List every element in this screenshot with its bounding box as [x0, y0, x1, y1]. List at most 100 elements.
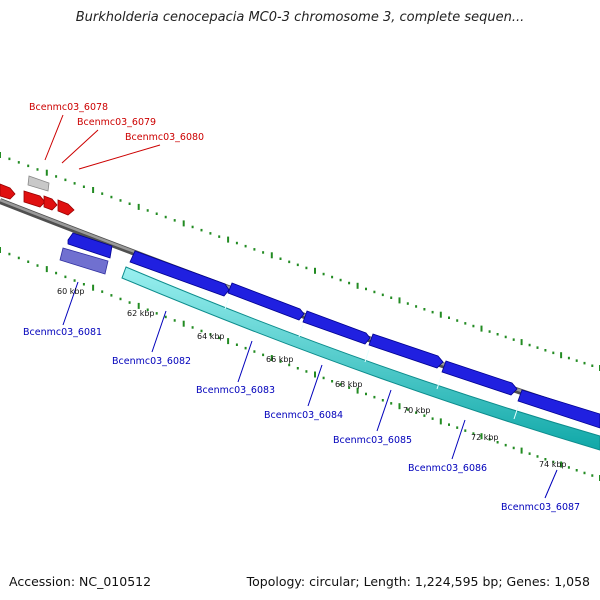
tick-mark	[27, 260, 30, 263]
summary-text: Topology: circular; Length: 1,224,595 bp…	[246, 574, 590, 589]
tick-mark	[472, 324, 475, 328]
tick-mark	[128, 202, 131, 205]
tick-mark	[348, 281, 351, 285]
tick-mark	[575, 469, 578, 472]
cds-band-dividers	[224, 296, 519, 420]
tick-mark	[575, 359, 578, 362]
tick-mark	[448, 316, 450, 319]
tick-mark	[235, 343, 238, 346]
tick-mark	[560, 352, 563, 359]
tick-mark	[55, 271, 58, 275]
tick-mark	[512, 338, 515, 341]
tick-mark	[398, 297, 401, 304]
tick-mark	[520, 339, 523, 346]
tick-mark	[520, 447, 523, 454]
tick-mark	[528, 343, 531, 347]
tick-mark	[536, 346, 539, 349]
tick-mark	[164, 315, 167, 319]
tick-mark	[496, 441, 499, 444]
gene-forward	[227, 282, 305, 321]
tick-mark	[82, 283, 85, 286]
tick-mark	[472, 432, 475, 435]
leader-line	[151, 310, 167, 353]
tick-mark	[464, 322, 467, 325]
leader-line	[62, 281, 79, 326]
tick-mark	[544, 349, 547, 352]
tick-mark	[331, 380, 334, 383]
tick-mark	[262, 353, 265, 357]
forward-genes	[59, 232, 600, 429]
tick-mark	[0, 152, 1, 158]
tick-mark	[191, 225, 194, 229]
tick-mark	[314, 267, 316, 274]
tick-mark	[45, 169, 48, 176]
tick-mark	[146, 209, 149, 212]
tick-mark	[64, 275, 67, 279]
tick-mark	[591, 474, 594, 477]
gene-reverse	[43, 195, 58, 211]
tick-mark	[314, 371, 316, 378]
tick-mark	[296, 367, 299, 370]
tick-mark	[488, 330, 491, 333]
gene-labels: Bcenmc03_6078 Bcenmc03_6079 Bcenmc03_608…	[23, 102, 580, 513]
tick-mark	[464, 429, 467, 432]
tick-mark	[288, 260, 291, 264]
cds-band	[121, 266, 600, 451]
tick-mark	[137, 302, 140, 309]
gene-label[interactable]: Bcenmc03_6080	[125, 132, 204, 143]
tick-mark	[227, 338, 230, 345]
band-divider	[364, 349, 370, 363]
tick-mark	[101, 192, 104, 195]
tick-mark	[270, 252, 273, 259]
tick-mark	[480, 325, 483, 332]
kbp-label: 74 kbp	[539, 460, 567, 469]
tick-mark	[528, 452, 531, 455]
tick-mark	[583, 471, 586, 475]
leader-line	[237, 340, 253, 383]
tick-mark	[560, 461, 563, 468]
tick-mark	[110, 195, 113, 199]
tick-mark	[92, 187, 95, 193]
tick-mark	[155, 212, 158, 215]
tick-mark	[288, 363, 291, 367]
tick-mark	[146, 308, 149, 311]
map-title: Burkholderia cenocepacia MC0-3 chromosom…	[75, 10, 525, 25]
tick-mark	[8, 157, 11, 161]
leader-line	[544, 469, 558, 499]
gene-label[interactable]: Bcenmc03_6083	[196, 385, 275, 396]
gene-label[interactable]: Bcenmc03_6086	[408, 463, 487, 474]
band-divider	[513, 406, 519, 420]
tick-mark	[390, 296, 393, 299]
gene-label[interactable]: Bcenmc03_6081	[23, 327, 102, 338]
tick-mark	[398, 403, 401, 410]
tick-mark	[119, 199, 122, 202]
gene-reverse	[57, 199, 75, 216]
gene-label[interactable]: Bcenmc03_6078	[29, 102, 108, 113]
gene-label[interactable]: Bcenmc03_6087	[501, 502, 580, 513]
band-divider	[224, 296, 230, 310]
tick-mark	[8, 252, 11, 256]
tick-mark	[381, 293, 384, 297]
gene-label[interactable]: Bcenmc03_6082	[112, 356, 191, 367]
tick-mark	[92, 284, 95, 291]
kbp-label: 62 kbp	[127, 309, 155, 318]
tick-mark	[253, 248, 256, 251]
tick-mark	[488, 438, 491, 441]
tick-mark	[431, 417, 434, 420]
gene-forward	[517, 389, 600, 429]
gene-label[interactable]: Bcenmc03_6085	[333, 435, 412, 446]
tick-mark	[101, 290, 104, 293]
gene-forward	[129, 250, 230, 297]
gene-label[interactable]: Bcenmc03_6079	[77, 117, 156, 128]
reverse-genes	[0, 175, 75, 216]
kbp-label: 72 kbp	[471, 433, 499, 442]
gene-reverse	[0, 183, 16, 200]
gene-label[interactable]: Bcenmc03_6084	[264, 410, 343, 421]
tick-mark	[36, 264, 39, 267]
tick-mark	[415, 305, 418, 308]
tick-mark	[415, 411, 418, 414]
tick-mark	[73, 182, 76, 185]
tick-mark	[0, 247, 1, 253]
tick-mark	[356, 387, 359, 394]
tick-mark	[36, 168, 39, 171]
